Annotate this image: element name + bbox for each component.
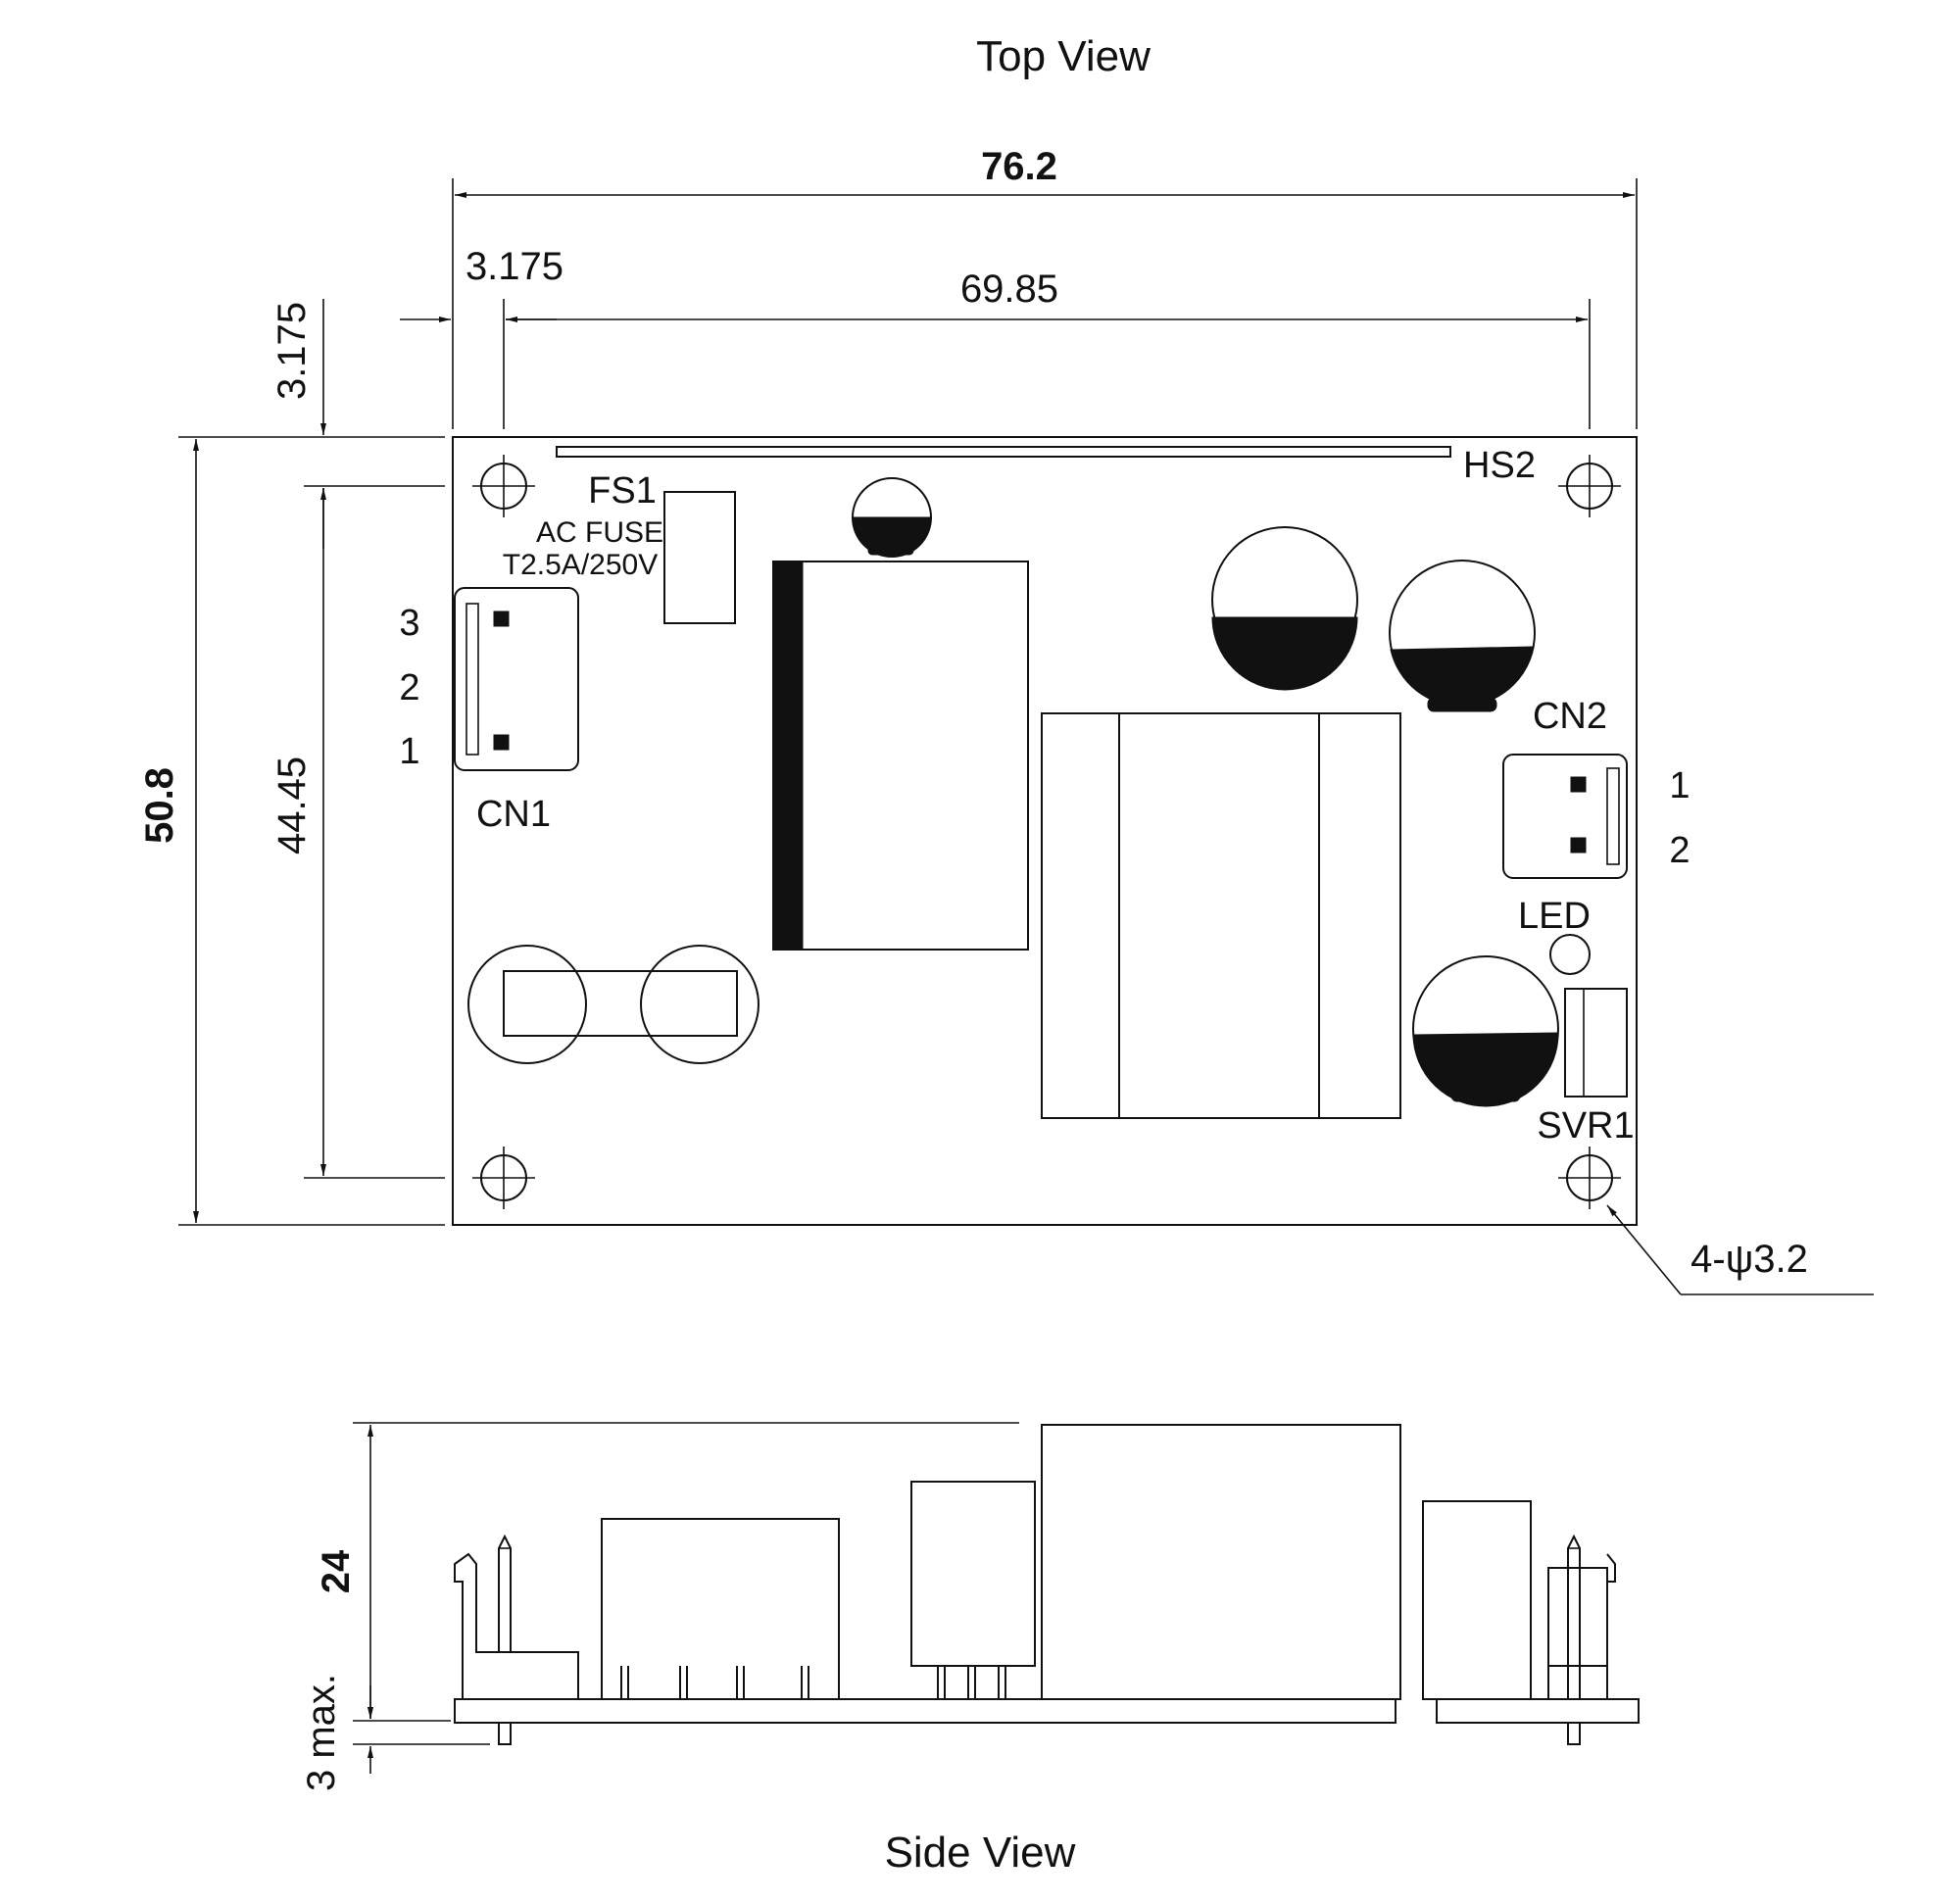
side-pcb [454,1698,1396,1724]
hole-pitch-y-dimension: 44.45 [270,756,314,854]
electrolytic-capacitor [1389,560,1536,712]
fuse-holder [467,945,760,1064]
mounting-hole [472,1147,535,1209]
pcb-outline [452,436,1638,1226]
side-capacitor [910,1481,1036,1699]
side-height-dimension: 24 [315,1549,358,1593]
hole-offset-x-dimension: 3.175 [466,245,564,288]
cn2-pin-2: 2 [1669,830,1690,871]
small-capacitor [852,477,932,558]
heatsink-hs2 [556,446,1451,458]
led-label: LED [1518,896,1591,937]
width-dimension: 76.2 [981,145,1057,188]
side-fuse [601,1518,840,1700]
cn1-pin-1: 1 [399,731,419,772]
cn1-pin-2: 2 [399,667,419,708]
fuse-rating-label: T2.5A/250V [503,549,658,581]
mounting-hole [1558,1147,1621,1209]
svr1-label: SVR1 [1537,1105,1634,1147]
top-view: 76.2 69.85 3.175 3.175 50.8 44.45 [138,145,1874,1295]
cn2-label: CN2 [1533,696,1607,737]
pin-protrusion-dimension: 3 max. [300,1674,343,1791]
connector-cn1 [454,587,579,771]
top-view-title: Top View [976,32,1151,80]
hs2-label: HS2 [1463,445,1536,486]
electrolytic-capacitor [1412,955,1559,1107]
mounting-hole [472,455,535,517]
hole-offset-y-dimension: 3.175 [270,302,314,400]
hole-pitch-x-dimension: 69.85 [960,268,1058,311]
transformer [772,561,1029,951]
ac-fuse-label: AC FUSE [536,516,663,549]
cn1-label: CN1 [476,794,551,835]
led [1549,934,1591,975]
trimmer-svr1 [1564,988,1628,1098]
inductor-block [1041,712,1401,1119]
height-dimension: 50.8 [138,767,181,844]
side-view-title: Side View [885,1829,1076,1877]
connector-cn2 [1502,754,1628,879]
side-cn2 [1547,1534,1616,1699]
cn1-pin-3: 3 [399,603,419,644]
side-view: 24 3 max. [300,1422,1640,1791]
cn2-pin-1: 1 [1669,765,1690,806]
mounting-hole [1558,455,1621,517]
mounting-holes-callout: 4-ψ3.2 [1690,1238,1808,1281]
side-small-block [1422,1500,1532,1700]
side-inductor [1041,1424,1401,1700]
electrolytic-capacitor [1211,526,1358,691]
side-cn1 [454,1534,579,1699]
fs1-label: FS1 [588,470,657,512]
fuse-fs1 [663,491,736,624]
